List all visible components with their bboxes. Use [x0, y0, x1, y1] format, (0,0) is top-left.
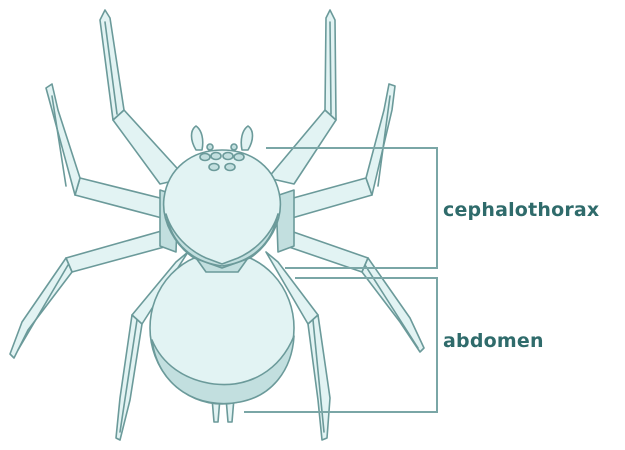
label-abdomen: abdomen [443, 330, 544, 352]
leg-left-3 [10, 228, 172, 358]
cephalothorax-shape [164, 150, 281, 268]
pedipalp-left [192, 126, 203, 150]
pedipalp-right [241, 126, 252, 150]
leg-right-1 [268, 10, 336, 184]
leg-right-3 [282, 228, 424, 352]
abdomen-shape [150, 252, 294, 404]
leg-left-1 [100, 10, 186, 184]
label-cephalothorax: cephalothorax [443, 199, 599, 221]
spider-illustration [10, 10, 424, 440]
